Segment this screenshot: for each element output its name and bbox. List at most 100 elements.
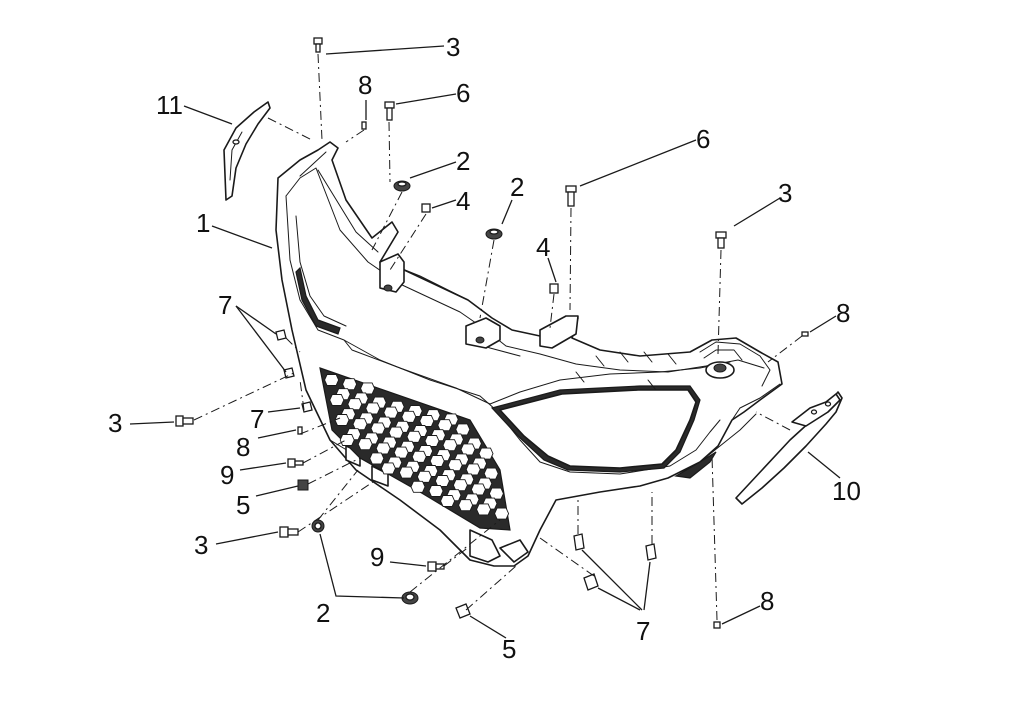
grille-cell [342,378,358,391]
grille-cell [347,398,363,411]
grille-cell [393,446,409,459]
bolt-3-left [175,415,194,427]
grille-cell [476,503,492,516]
grille-cell [434,475,450,487]
grille-cell [411,450,427,463]
grille-cell [483,467,499,480]
screw-9-lower [427,561,445,572]
bolt-3-lower [279,526,299,538]
grille-cell [424,435,440,447]
grille-cell [455,423,471,436]
grommet-2-center [485,228,503,240]
pin-8-right [801,331,809,337]
callout-5-lower: 5 [502,634,516,664]
front-bumper-body [275,141,783,567]
leader-lines [129,45,841,639]
callout-10: 10 [832,476,861,506]
callout-1: 1 [196,208,210,238]
grille-cell [442,439,458,452]
grille-cell [460,443,476,456]
clip-7-bottom-right [645,543,657,561]
grille-cell [357,438,373,451]
grille-cell [478,447,494,460]
callout-7-bottom: 7 [636,616,650,646]
clip-4-left [421,203,431,213]
nut-5-lower [455,603,471,619]
callout-3-top: 3 [446,32,460,62]
grille-cell [428,485,444,497]
clip-7-upper-left [275,329,287,341]
callout-8-left: 8 [236,432,250,462]
screw-9-left [287,458,304,468]
clip-7-bottom-mid [583,573,599,591]
assembly-centerlines [193,53,803,621]
grille-cell [410,480,426,493]
bracket-11 [223,101,271,201]
grille-cell [329,394,345,406]
callout-8-top: 8 [358,70,372,100]
grille-cell [369,452,385,465]
grille-cell [380,462,396,475]
pin-8-top [361,121,367,130]
grille-cell [398,466,414,479]
callout-6-right: 6 [696,124,710,154]
grille-cell [339,434,355,446]
grille-cell [419,415,435,427]
clip-7-bottom-left [573,533,585,551]
grille-cell [488,487,504,500]
grille-cell [429,455,445,467]
callout-3-right: 3 [778,178,792,208]
grille-cell [383,406,399,419]
grille-cell [458,499,474,512]
grille-cell [494,507,510,520]
callout-4-right: 4 [536,232,550,262]
grille-cell [324,374,340,386]
bolt-3-top [313,37,323,53]
callout-9-left: 9 [220,460,234,490]
grille-cell [401,410,417,423]
fasteners [175,37,809,629]
callout-6-top: 6 [456,78,470,108]
callout-2-center: 2 [510,172,524,202]
grille-cell [440,495,456,507]
callout-8-bottom: 8 [760,586,774,616]
grille-cell [375,442,391,455]
callout-7-left: 7 [218,290,232,320]
pin-8-bottom [713,621,721,629]
bolt-6-right [565,185,577,207]
grille-cell [437,419,453,432]
grille-cell [370,422,386,435]
grille-cell [452,479,468,492]
callout-2-top: 2 [456,146,470,176]
clip-7-lower-left [301,401,313,413]
callout-4-left: 4 [456,186,470,216]
grommet-2-lower [401,591,419,605]
nut-5-left [297,479,309,491]
callout-3-lower: 3 [194,530,208,560]
grille-mesh [319,367,511,531]
clip-7-mid-left [283,367,295,379]
grille-cell [365,402,381,415]
grille-cell [360,382,376,395]
grommet-2-top [393,180,411,192]
bolt-6-left [384,101,395,121]
bolt-3-right [715,231,727,249]
callout-2-lower: 2 [316,598,330,628]
callout-11: 11 [156,90,183,120]
callout-8-right: 8 [836,298,850,328]
callout-9-lower: 9 [370,542,384,572]
grille-cell [388,426,404,439]
clip-4-right [549,283,559,294]
callout-labels: 3 8 6 11 2 4 2 6 3 1 4 7 8 3 7 8 9 5 10 … [108,32,861,664]
callout-7-lower-left: 7 [250,404,264,434]
grille-cell [470,483,486,496]
grille-cell [352,418,368,431]
callout-3-left: 3 [108,408,122,438]
bracket-10 [735,391,843,505]
grille-cell [334,414,350,426]
grille-cell [406,430,422,443]
grille-cell [416,470,432,483]
callout-5-left: 5 [236,490,250,520]
